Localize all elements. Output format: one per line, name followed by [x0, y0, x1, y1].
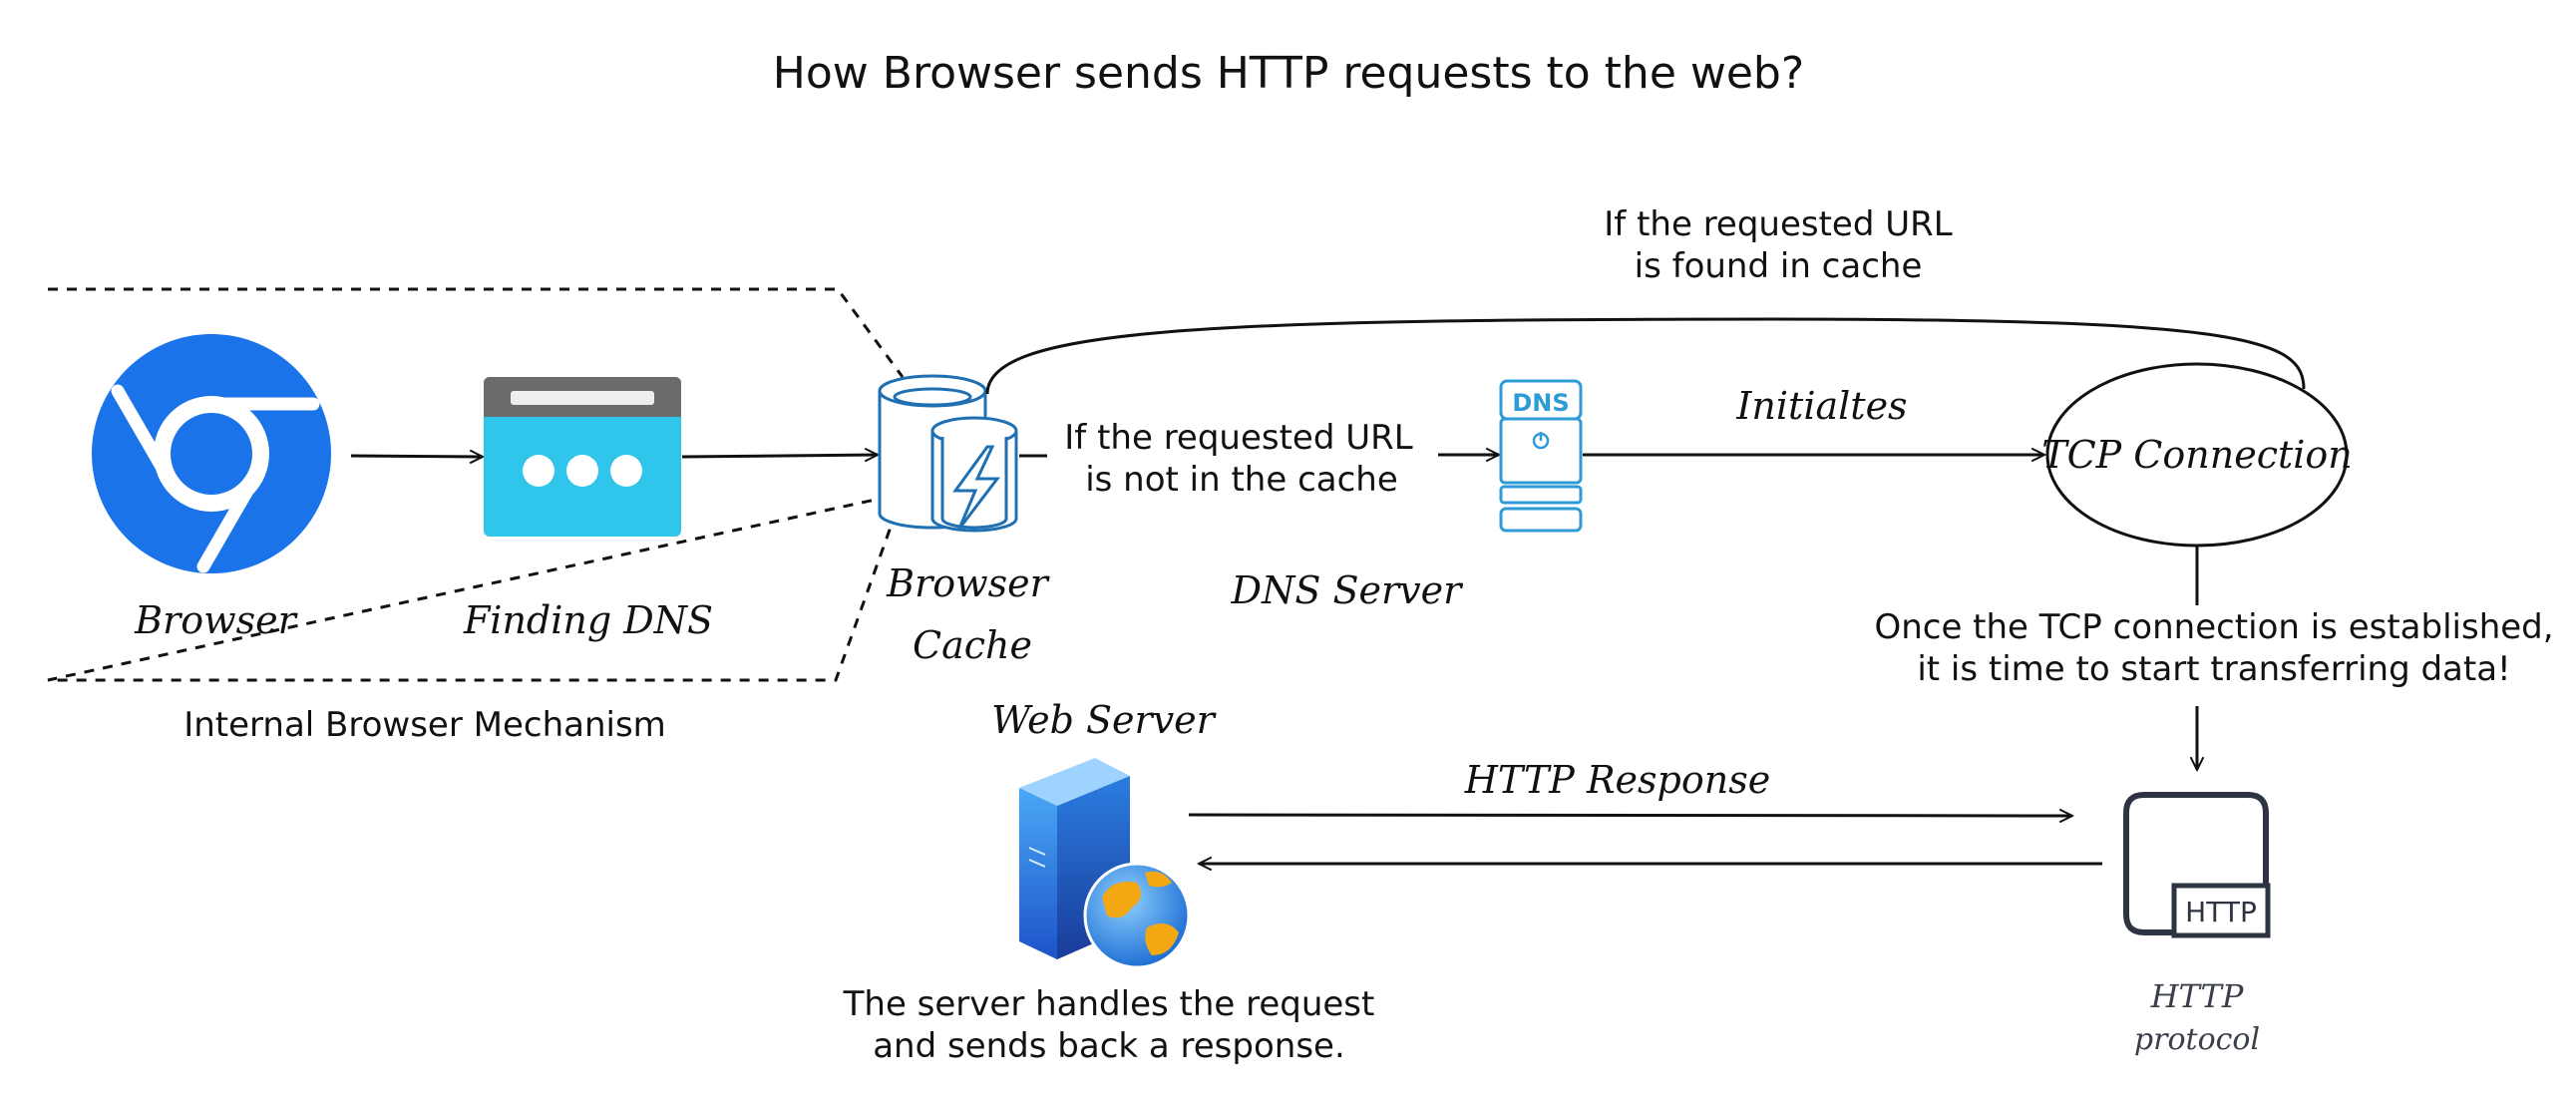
found-in-cache-text-line2: is found in cache	[1635, 246, 1923, 286]
browser-cache-label-line2: Cache	[913, 623, 1032, 667]
tcp-connection-label: TCP Connection	[2041, 433, 2353, 477]
browser-label: Browser	[134, 598, 298, 642]
group-label-internal-browser-mechanism: Internal Browser Mechanism	[184, 705, 666, 745]
initiates-label: Initialtes	[1735, 384, 1907, 428]
http-response-label: HTTP Response	[1464, 758, 1770, 802]
internal-mechanism-boundary	[47, 287, 906, 682]
found-in-cache-curve	[985, 317, 2306, 395]
http-protocol-label-line2: protocol	[2134, 1022, 2260, 1057]
tcp-established-text-line2: it is time to start transferring data!	[1917, 649, 2510, 689]
finding-dns-label: Finding DNS	[463, 598, 713, 642]
http-protocol-icon	[2123, 792, 2271, 938]
dns-server-icon	[1499, 379, 1583, 533]
found-in-cache-text-line1: If the requested URL	[1604, 204, 1952, 244]
browser-cache-label-line1: Browser	[886, 561, 1050, 605]
dns-server-label: DNS Server	[1231, 568, 1464, 612]
not-in-cache-text-line1: If the requested URL	[1064, 418, 1412, 458]
tcp-established-text-line1: Once the TCP connection is established,	[1874, 607, 2553, 647]
arrow-server-to-http	[1188, 815, 2072, 816]
web-server-icon	[1019, 758, 1191, 969]
finding-dns-window-icon	[484, 377, 681, 537]
dns-server-icon-text: DNS	[1512, 389, 1569, 417]
server-handles-text-line2: and sends back a response.	[873, 1026, 1345, 1066]
web-server-label: Web Server	[991, 698, 1217, 742]
arrow-finding-dns-to-cache	[681, 455, 878, 457]
server-handles-text-line1: The server handles the request	[843, 984, 1375, 1024]
browser-cache-icon	[878, 374, 1018, 533]
diagram-title: How Browser sends HTTP requests to the w…	[773, 48, 1804, 99]
not-in-cache-text-line2: is not in the cache	[1085, 460, 1398, 500]
http-protocol-label-line1: HTTP	[2150, 977, 2244, 1015]
http-protocol-icon-text: HTTP	[2185, 896, 2257, 928]
chrome-browser-icon	[92, 334, 331, 573]
arrow-browser-to-finding-dns	[350, 456, 483, 457]
